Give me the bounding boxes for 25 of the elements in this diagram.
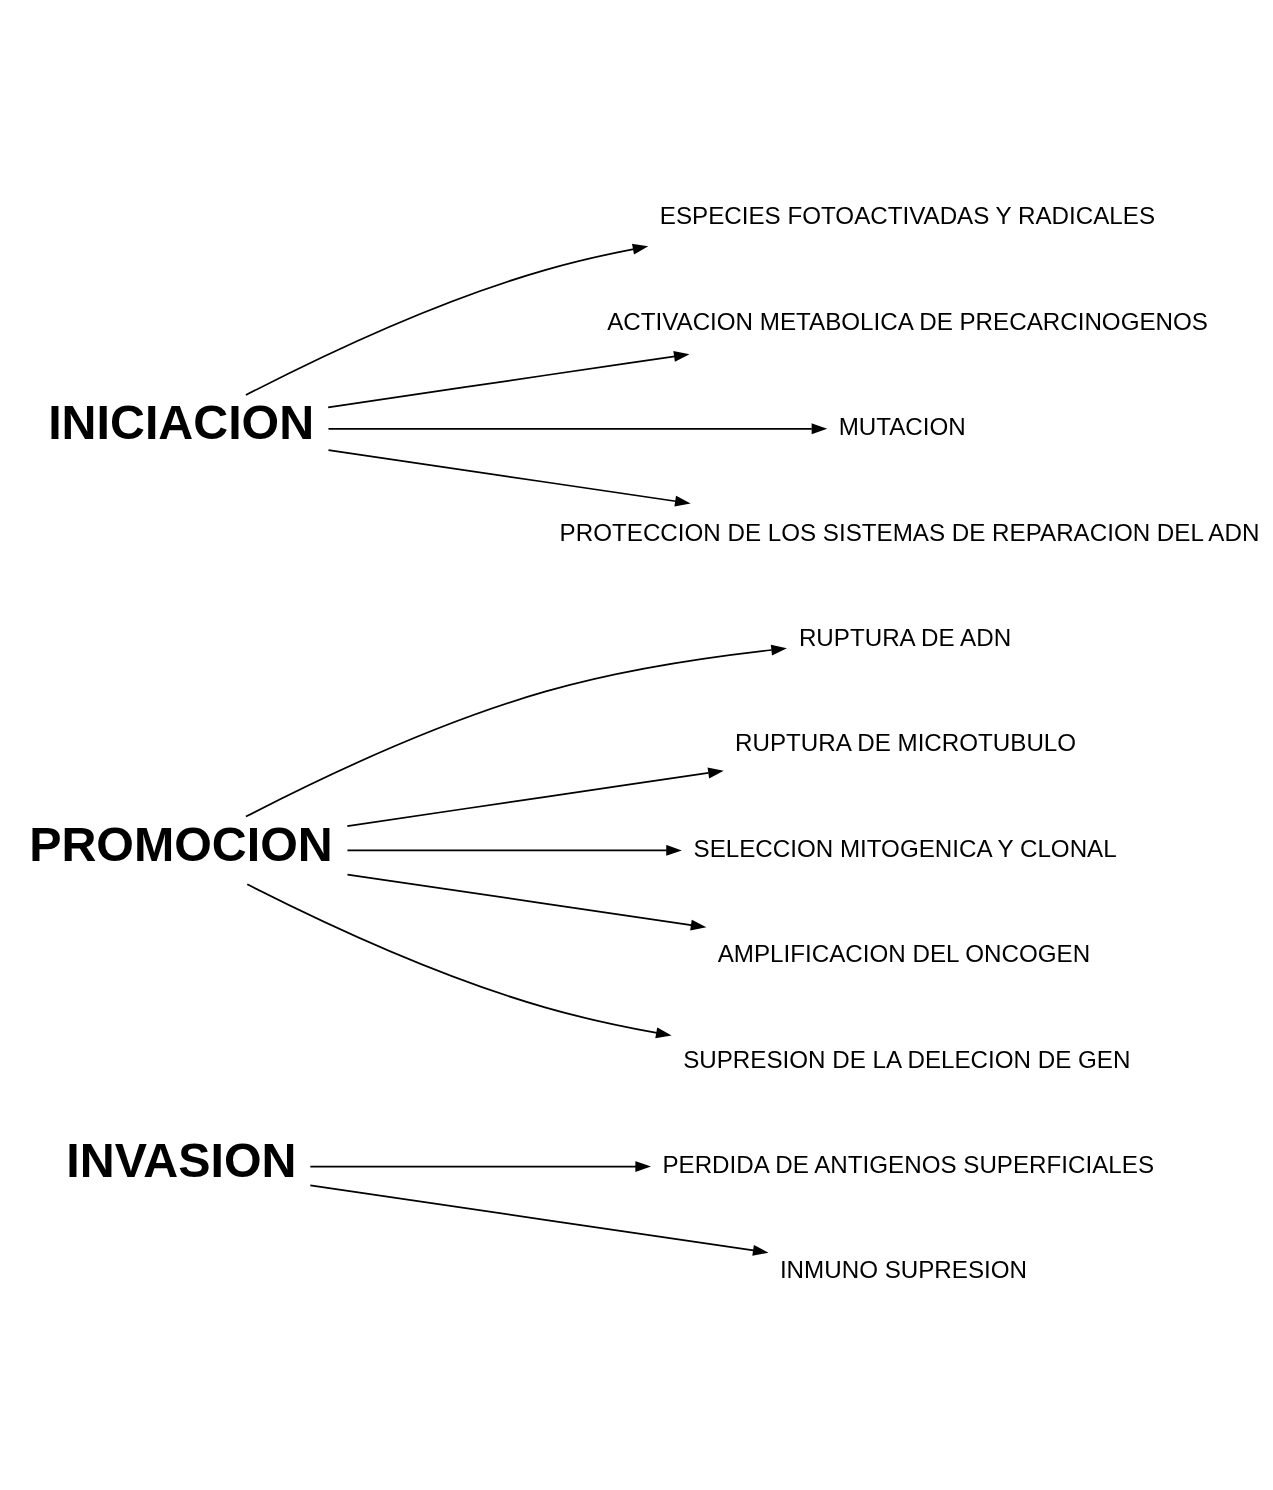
node-text: AMPLIFICACION DEL ONCOGEN [717, 940, 1091, 968]
arrow [309, 1161, 651, 1173]
arrow [246, 883, 672, 1039]
arrow [327, 351, 690, 409]
node-text: INVASION [66, 1132, 297, 1187]
node-text: SELECCION MITOGENICA Y CLONAL [693, 834, 1117, 862]
arrow [346, 767, 724, 827]
node-text: INMUNO SUPRESION [779, 1256, 1028, 1284]
arrow [309, 1184, 769, 1256]
node-text: PROMOCION [29, 816, 333, 871]
arrow [346, 873, 707, 931]
node-text: RUPTURA DE MICROTUBULO [734, 729, 1077, 757]
node-text: ACTIVACION METABOLICA DE PRECARCINOGENOS [607, 307, 1208, 335]
node-text: INICIACION [48, 395, 315, 449]
node-text: ESPECIES FOTOACTIVADAS Y RADICALES [659, 202, 1156, 230]
node-text: MUTACION [838, 413, 966, 441]
node-text: PROTECCION DE LOS SISTEMAS DE REPARACION DEL ADN [559, 518, 1260, 546]
node-text: SUPRESION DE LA DELECION DE GEN [683, 1045, 1131, 1073]
arrow [327, 449, 691, 507]
arrow [346, 844, 682, 856]
node-text: PERDIDA DE ANTIGENOS SUPERFICIALES [662, 1150, 1155, 1178]
arrow [245, 243, 649, 396]
arrow [245, 644, 787, 818]
node-text: RUPTURA DE ADN [798, 624, 1012, 651]
arrow [327, 423, 828, 435]
